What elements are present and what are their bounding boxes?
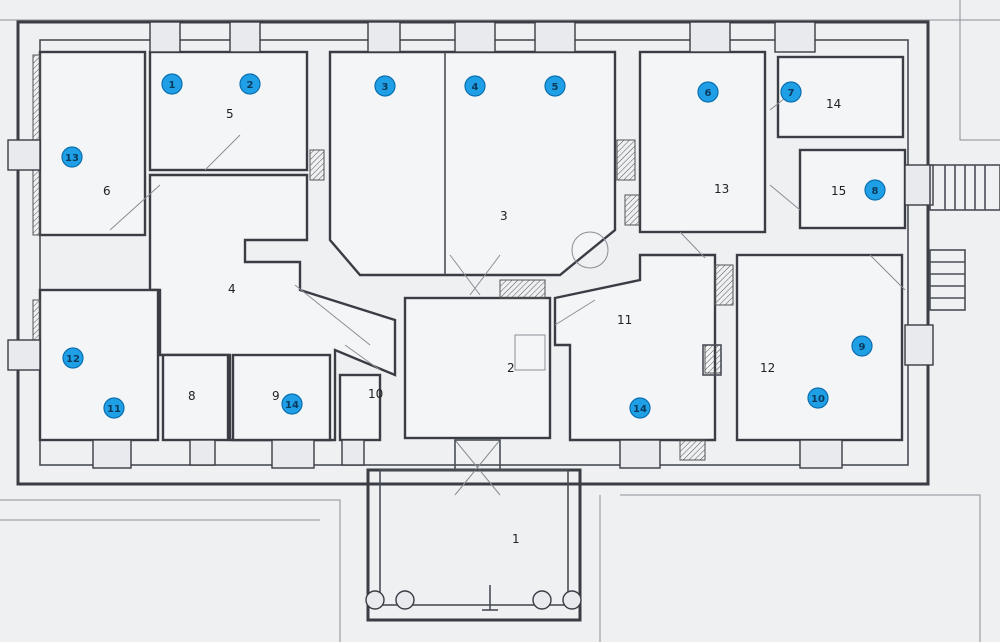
room-13 (638, 50, 767, 234)
stairs (702, 164, 1000, 376)
svg-text:14: 14 (285, 400, 299, 411)
marker-7[interactable]: 7 (780, 81, 802, 103)
room-label: 5 (226, 107, 234, 121)
marker-9[interactable]: 9 (851, 335, 873, 357)
room-label: 10 (368, 387, 383, 401)
room-10 (338, 373, 382, 442)
room-label: 8 (188, 389, 196, 403)
marker-2[interactable]: 2 (239, 73, 261, 95)
room-label: 13 (714, 182, 729, 196)
svg-text:7: 7 (788, 88, 795, 99)
svg-text:10: 10 (811, 394, 825, 405)
room-labels: 1 2 3 4 5 6 8 9 10 11 12 13 14 15 (103, 97, 846, 546)
svg-text:1: 1 (169, 80, 176, 91)
svg-text:6: 6 (705, 88, 712, 99)
windows (7, 21, 934, 469)
svg-text:8: 8 (872, 186, 879, 197)
room-5 (148, 50, 309, 172)
room-2 (403, 296, 552, 440)
marker-14-room9[interactable]: 14 (281, 393, 303, 415)
marker-4[interactable]: 4 (464, 75, 486, 97)
marker-5[interactable]: 5 (544, 75, 566, 97)
room-label: 3 (500, 209, 508, 223)
rooms (38, 50, 907, 442)
room-11 (553, 253, 717, 442)
marker-6[interactable]: 6 (697, 81, 719, 103)
markers: 1 2 3 4 5 6 7 8 (61, 73, 886, 419)
room-label: 12 (760, 361, 775, 375)
marker-13[interactable]: 13 (61, 146, 83, 168)
svg-text:2: 2 (247, 80, 254, 91)
room-12 (735, 253, 904, 442)
marker-3[interactable]: 3 (374, 75, 396, 97)
entrance-porch (365, 468, 582, 622)
room-9 (231, 353, 332, 442)
room-label: 11 (617, 313, 632, 327)
svg-text:3: 3 (382, 82, 389, 93)
room-12-left (38, 288, 160, 442)
room-label: 14 (826, 97, 841, 111)
svg-text:12: 12 (66, 354, 80, 365)
door-swings (109, 52, 906, 496)
svg-text:14: 14 (633, 404, 647, 415)
marker-8[interactable]: 8 (864, 179, 886, 201)
room-label: 1 (512, 532, 520, 546)
room-label: 6 (103, 184, 111, 198)
room-label: 15 (831, 184, 846, 198)
marker-10[interactable]: 10 (807, 387, 829, 409)
room-6 (38, 50, 147, 237)
svg-text:13: 13 (65, 153, 79, 164)
room-label: 9 (272, 389, 280, 403)
room-4 (148, 173, 397, 442)
marker-12[interactable]: 12 (62, 347, 84, 369)
marker-11[interactable]: 11 (103, 397, 125, 419)
room-label: 2 (507, 361, 515, 375)
room-15 (798, 148, 907, 230)
svg-text:4: 4 (472, 82, 479, 93)
marker-1[interactable]: 1 (161, 73, 183, 95)
svg-text:5: 5 (552, 82, 559, 93)
room-3 (328, 50, 617, 277)
marker-14-room11[interactable]: 14 (629, 397, 651, 419)
room-label: 4 (228, 282, 236, 296)
svg-text:9: 9 (859, 342, 866, 353)
svg-text:11: 11 (107, 404, 121, 415)
